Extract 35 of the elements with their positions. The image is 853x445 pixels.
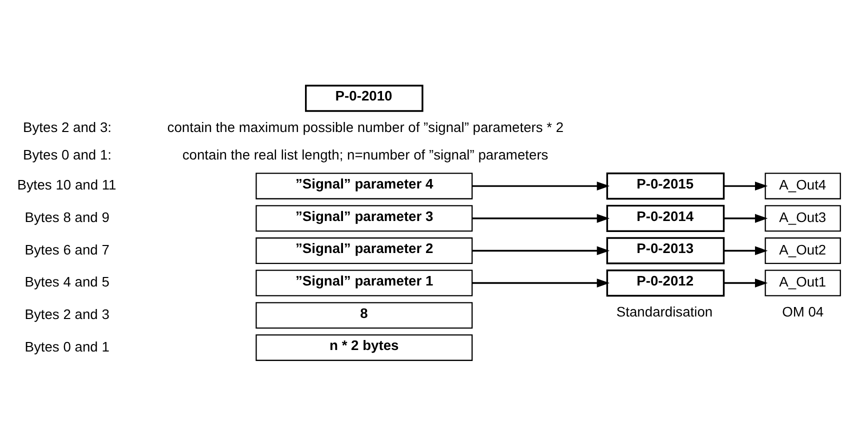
label: Standardisation: [616, 303, 713, 320]
label: Bytes 0 and 1:: [23, 146, 112, 162]
arrow: [724, 181, 768, 190]
node-box: P-0-2015: [606, 172, 725, 200]
label: contain the real list length; n=number of ”signal” parameters: [182, 146, 548, 162]
node-box: A_Out1: [764, 269, 841, 296]
node-box: ”Signal” parameter 4: [256, 172, 473, 199]
node-box: A_Out4: [764, 172, 841, 199]
label: Bytes 10 and 11: [17, 176, 116, 192]
label: Bytes 2 and 3:: [23, 118, 112, 134]
node-box: A_Out2: [764, 236, 841, 264]
arrow: [472, 246, 610, 255]
node-box: n * 2 bytes: [256, 334, 473, 360]
node-box: P-0-2014: [606, 204, 725, 232]
label: contain the maximum possible number of ”signal” parameters * 2: [167, 118, 564, 134]
label: Bytes 2 and 3: [24, 305, 110, 322]
arrow: [724, 278, 768, 287]
node-box: P-0-2013: [606, 236, 725, 264]
label: Bytes 6 and 7: [24, 240, 110, 257]
arrow: [472, 213, 610, 222]
node-box: P-0-2010: [305, 84, 424, 112]
label: OM 04: [782, 303, 824, 320]
arrow: [472, 278, 610, 287]
arrow: [472, 181, 610, 190]
arrow: [724, 213, 768, 222]
node-box: ”Signal” parameter 1: [256, 269, 473, 296]
label: Bytes 8 and 9: [24, 208, 110, 224]
label: Bytes 4 and 5: [24, 273, 110, 290]
node-box: P-0-2012: [606, 268, 725, 296]
arrow: [724, 246, 768, 255]
label: Bytes 0 and 1: [24, 338, 110, 354]
node-box: A_Out3: [764, 204, 841, 232]
node-box: 8: [256, 302, 473, 328]
node-box: ”Signal” parameter 3: [256, 204, 473, 232]
node-box: ”Signal” parameter 2: [256, 236, 473, 264]
